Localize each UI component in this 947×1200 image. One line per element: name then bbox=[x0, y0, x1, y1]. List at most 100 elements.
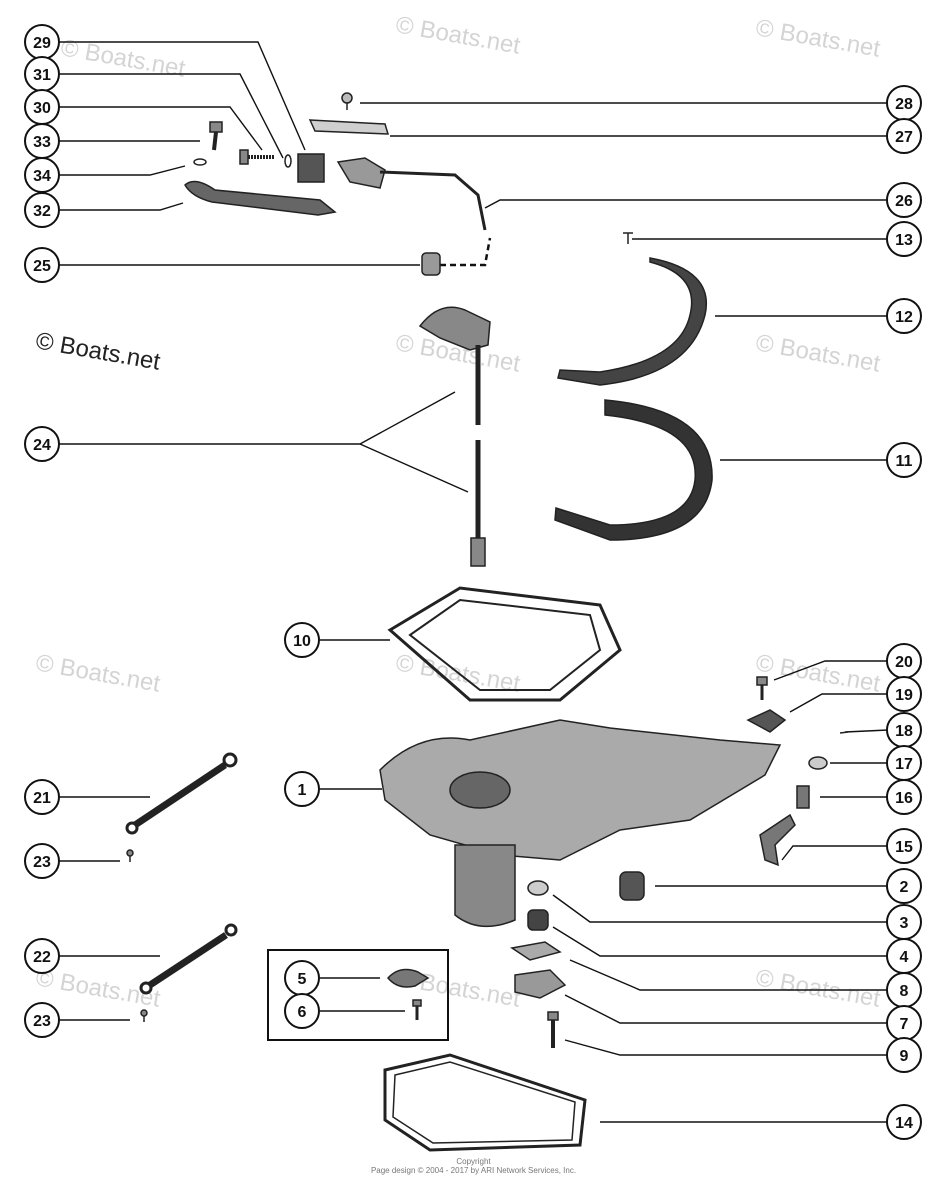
callout-12: 12 bbox=[886, 298, 922, 334]
part-1-adapter-plate bbox=[379, 719, 782, 861]
callout-13: 13 bbox=[886, 221, 922, 257]
callout-1: 1 bbox=[284, 771, 320, 807]
part-10-gasket bbox=[387, 586, 622, 702]
part-26-linkage bbox=[336, 157, 386, 189]
callout-label: 34 bbox=[33, 168, 51, 185]
footer-line2: Page design © 2004 - 2017 by ARI Network… bbox=[370, 1166, 577, 1175]
part-23-screw bbox=[140, 1009, 148, 1022]
callout-24: 24 bbox=[24, 426, 60, 462]
callout-label: 13 bbox=[895, 232, 913, 249]
part-34-washer bbox=[193, 158, 207, 166]
callout-label: 26 bbox=[895, 193, 913, 210]
callout-17: 17 bbox=[886, 745, 922, 781]
part-27-plate bbox=[308, 119, 390, 135]
part-32-lever bbox=[184, 180, 337, 216]
part-5-clamp bbox=[387, 968, 430, 988]
callout-label: 4 bbox=[900, 949, 909, 966]
part-11-seal bbox=[554, 399, 713, 541]
callout-31: 31 bbox=[24, 56, 60, 92]
callout-23: 23 bbox=[24, 843, 60, 879]
callout-16: 16 bbox=[886, 779, 922, 815]
callout-33: 33 bbox=[24, 123, 60, 159]
callout-23: 23 bbox=[24, 1002, 60, 1038]
callout-3: 3 bbox=[886, 904, 922, 940]
callout-label: 7 bbox=[900, 1016, 909, 1033]
callout-4: 4 bbox=[886, 938, 922, 974]
part-6-screw bbox=[412, 999, 422, 1020]
callout-27: 27 bbox=[886, 118, 922, 154]
callout-9: 9 bbox=[886, 1037, 922, 1073]
part-8-gasket bbox=[510, 941, 562, 961]
callout-21: 21 bbox=[24, 779, 60, 815]
part-14-gasket bbox=[383, 1053, 587, 1152]
callout-label: 24 bbox=[33, 437, 51, 454]
callout-label: 25 bbox=[33, 258, 51, 275]
part-21-link-rod bbox=[125, 752, 238, 835]
callout-label: 32 bbox=[33, 203, 51, 220]
callout-8: 8 bbox=[886, 972, 922, 1008]
callout-22: 22 bbox=[24, 938, 60, 974]
callout-label: 23 bbox=[33, 1013, 51, 1030]
callout-label: 29 bbox=[33, 35, 51, 52]
callout-5: 5 bbox=[284, 960, 320, 996]
part-12-seal bbox=[557, 257, 707, 386]
callout-label: 18 bbox=[895, 723, 913, 740]
callout-28: 28 bbox=[886, 85, 922, 121]
part-9-bolt bbox=[547, 1011, 559, 1048]
callout-14: 14 bbox=[886, 1104, 922, 1140]
callout-32: 32 bbox=[24, 192, 60, 228]
part-4-bushing bbox=[527, 909, 549, 931]
part-20-screw bbox=[756, 676, 768, 700]
part-15-cam bbox=[759, 813, 796, 867]
part-16-spring bbox=[796, 785, 810, 809]
callout-15: 15 bbox=[886, 828, 922, 864]
part-19-bracket bbox=[746, 709, 787, 733]
callout-26: 26 bbox=[886, 182, 922, 218]
callout-label: 21 bbox=[33, 790, 51, 807]
callout-label: 22 bbox=[33, 949, 51, 966]
callout-label: 17 bbox=[895, 756, 913, 773]
callout-18: 18 bbox=[886, 712, 922, 748]
callout-19: 19 bbox=[886, 676, 922, 712]
callout-label: 10 bbox=[293, 633, 311, 650]
part-22-link-rod bbox=[139, 923, 238, 995]
part-23-screw bbox=[126, 849, 134, 862]
callout-label: 2 bbox=[900, 879, 909, 896]
part-33-bolt bbox=[209, 121, 223, 151]
part-3-washer bbox=[527, 880, 549, 896]
part-24-arm bbox=[418, 306, 491, 351]
callout-label: 5 bbox=[298, 971, 307, 988]
callout-29: 29 bbox=[24, 24, 60, 60]
callout-label: 11 bbox=[896, 453, 913, 470]
callout-7: 7 bbox=[886, 1005, 922, 1041]
callout-34: 34 bbox=[24, 157, 60, 193]
footer-copyright: Copyright Page design © 2004 - 2017 by A… bbox=[0, 1157, 947, 1175]
part-25-bushing bbox=[421, 252, 441, 276]
callout-label: 3 bbox=[900, 915, 909, 932]
callout-30: 30 bbox=[24, 89, 60, 125]
callout-label: 33 bbox=[33, 134, 51, 151]
part-17-washer bbox=[808, 756, 828, 770]
callout-label: 28 bbox=[895, 96, 913, 113]
callout-label: 9 bbox=[900, 1048, 909, 1065]
callout-label: 16 bbox=[895, 790, 913, 807]
callout-10: 10 bbox=[284, 622, 320, 658]
part-28-screw bbox=[341, 92, 353, 110]
callout-25: 25 bbox=[24, 247, 60, 283]
callout-label: 20 bbox=[895, 654, 913, 671]
part-7-retainer bbox=[514, 969, 567, 999]
callouts: 29 31 30 33 34 32 25 24 10 1 21 23 22 23… bbox=[24, 24, 922, 1140]
callout-label: 15 bbox=[895, 839, 913, 856]
callout-label: 30 bbox=[33, 100, 51, 117]
callout-label: 19 bbox=[895, 687, 913, 704]
callout-20: 20 bbox=[886, 643, 922, 679]
callout-label: 6 bbox=[298, 1004, 307, 1021]
callout-label: 14 bbox=[895, 1115, 913, 1132]
part-29-block bbox=[297, 153, 325, 183]
callout-label: 31 bbox=[33, 67, 51, 84]
part-2-bushing bbox=[619, 871, 645, 901]
footer-line1: Copyright bbox=[456, 1157, 491, 1166]
callout-2: 2 bbox=[886, 868, 922, 904]
callout-label: 12 bbox=[895, 309, 913, 326]
